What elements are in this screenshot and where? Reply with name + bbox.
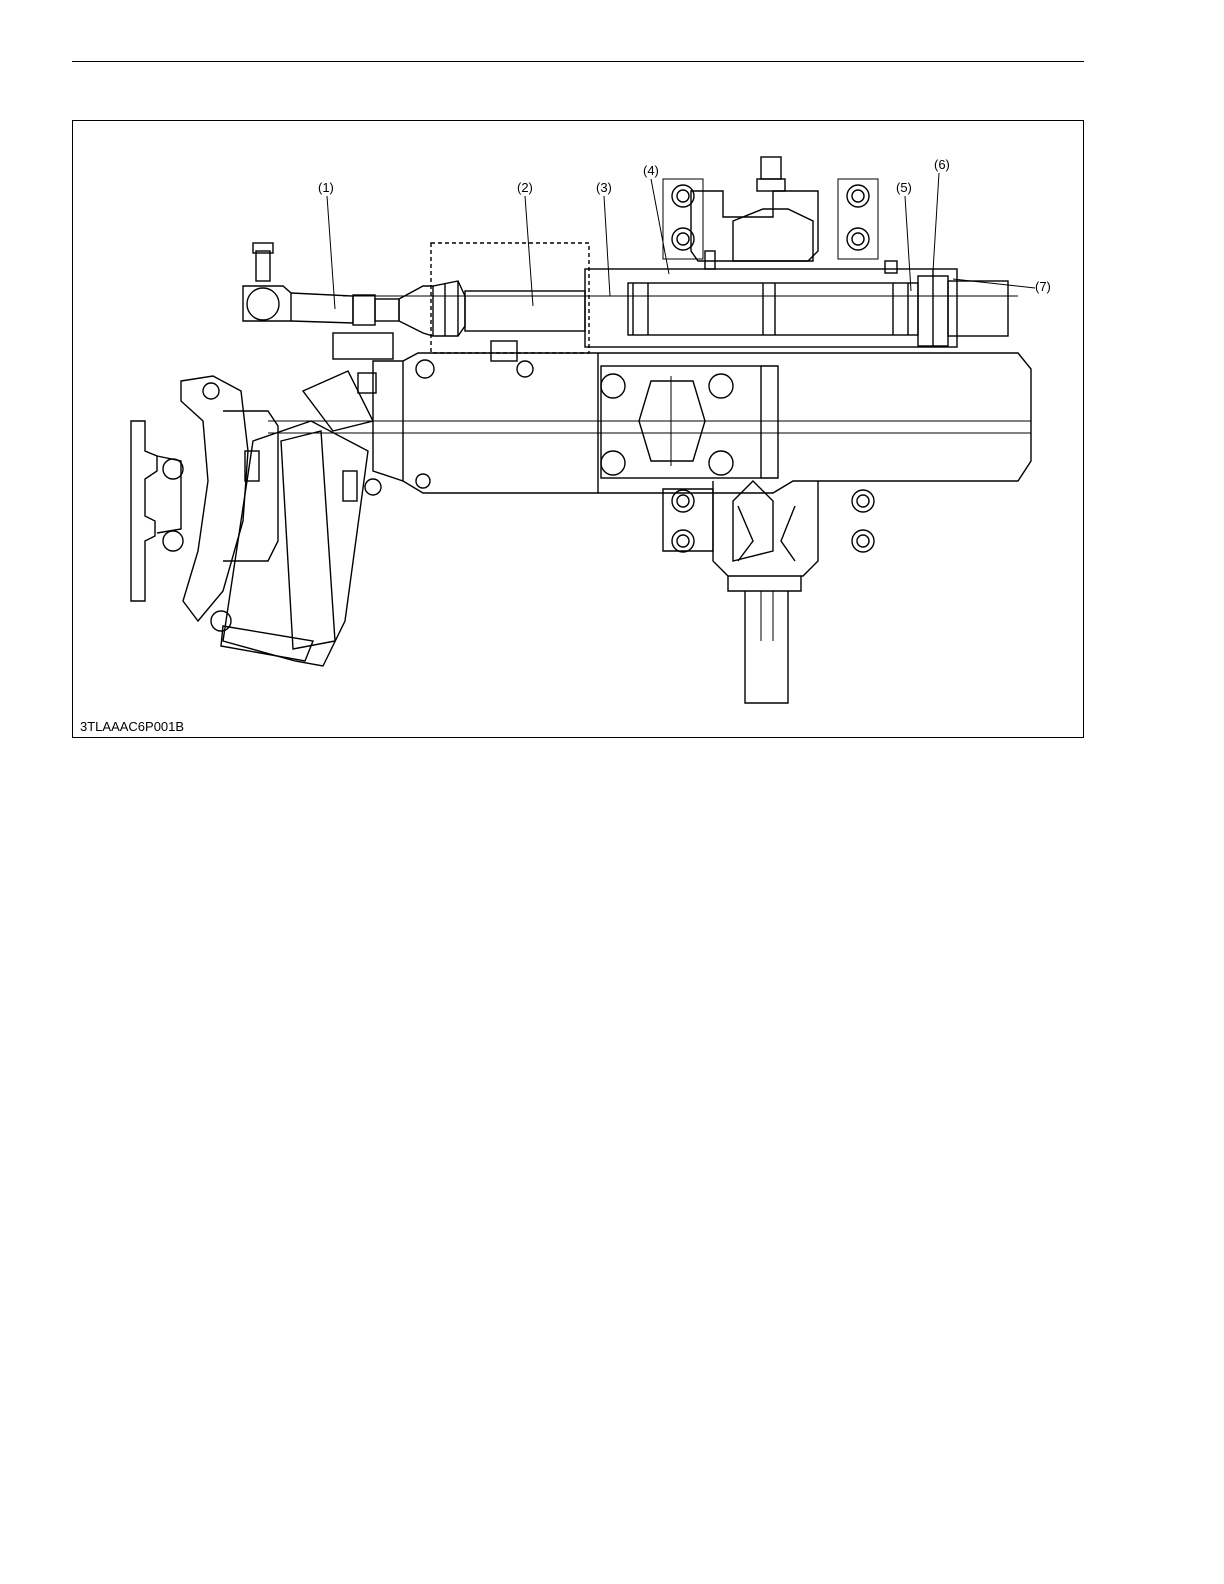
callout-2: (2) bbox=[517, 181, 533, 194]
callout-3: (3) bbox=[596, 181, 612, 194]
figure-frame: (1) (2) (3) (4) (5) (6) (7) 3TLAAAC6P001… bbox=[72, 120, 1084, 738]
differential bbox=[601, 366, 778, 478]
figure-id: 3TLAAAC6P001B bbox=[80, 719, 184, 734]
steering-knuckle bbox=[131, 376, 278, 631]
callout-1: (1) bbox=[318, 181, 334, 194]
steering-cylinder bbox=[431, 243, 1008, 353]
header-rule bbox=[72, 61, 1084, 62]
callout-7: (7) bbox=[1035, 280, 1051, 293]
callout-6: (6) bbox=[934, 158, 950, 171]
callout-5: (5) bbox=[896, 181, 912, 194]
top-bracket bbox=[663, 157, 897, 273]
axle-shaft bbox=[268, 421, 1031, 433]
callout-4: (4) bbox=[643, 164, 659, 177]
bellows bbox=[399, 281, 465, 336]
front-axle-steering-cross-section bbox=[73, 121, 1083, 737]
tie-rod-end bbox=[243, 243, 399, 325]
axle-housing bbox=[333, 296, 1031, 495]
pinion-shaft bbox=[663, 481, 874, 703]
